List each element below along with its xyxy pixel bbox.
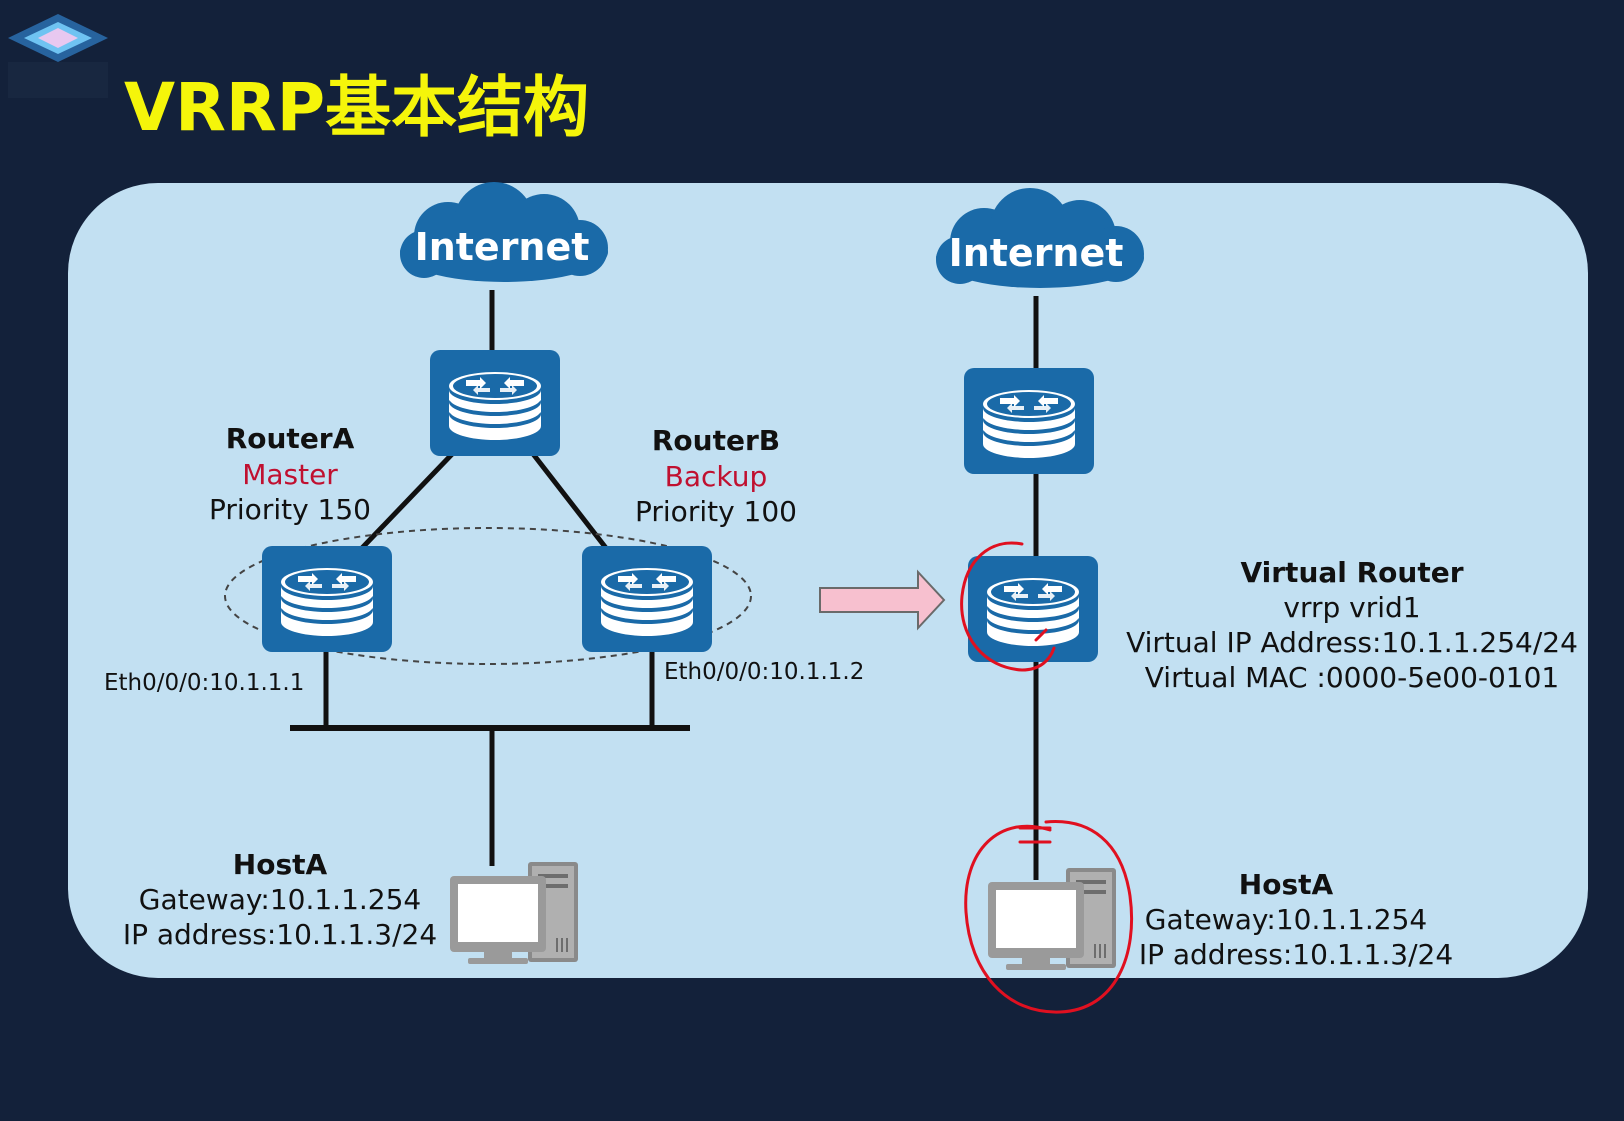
router-icon [262,546,392,652]
router-icon [964,368,1094,474]
left-links [290,290,690,866]
router-a-role: Master [242,458,338,491]
router-b-priority: Priority 100 [635,495,797,528]
right-host-gateway: Gateway:10.1.1.254 [1145,903,1428,936]
virtual-router-ip: Virtual IP Address:10.1.1.254/24 [1126,626,1578,659]
router-icon [582,546,712,652]
router-icon [968,556,1098,662]
right-host-ip: IP address:10.1.1.3/24 [1139,938,1453,971]
eth-a-label: Eth0/0/0:10.1.1.1 [104,670,304,696]
virtual-router-vrid: vrrp vrid1 [1283,591,1420,624]
eth-b-label: Eth0/0/0:10.1.1.2 [664,659,864,685]
computer-icon [988,868,1116,970]
virtual-router-mac: Virtual MAC :0000-5e00-0101 [1145,661,1560,694]
router-b-role: Backup [665,460,768,493]
slide-title: VRRP基本结构 [124,69,589,146]
left-host-name: HostA [233,848,328,881]
arrow-icon [819,569,946,631]
vrrp-group-ellipse [224,527,752,665]
router-a-priority: Priority 150 [209,493,371,526]
router-a-name: RouterA [226,422,355,455]
computer-icon [450,862,578,964]
annotation-marks [960,541,1134,1014]
logo-icon [8,14,108,98]
left-internet-label: Internet [415,225,590,269]
right-host-name: HostA [1239,868,1334,901]
router-icon [430,350,560,456]
right-internet-label: Internet [949,231,1124,275]
router-b-name: RouterB [652,424,780,457]
virtual-router-name: Virtual Router [1240,556,1463,589]
left-host-ip: IP address:10.1.1.3/24 [123,918,437,951]
left-host-gateway: Gateway:10.1.1.254 [139,883,422,916]
